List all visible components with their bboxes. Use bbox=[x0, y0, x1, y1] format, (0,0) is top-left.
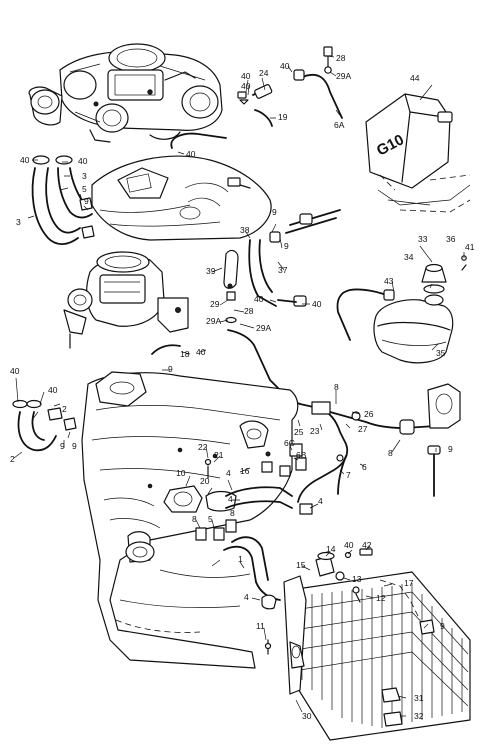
callout-c48: 22 bbox=[198, 442, 208, 452]
bypass-hoses-lower-left bbox=[12, 399, 77, 452]
callout-c50: 21 bbox=[214, 450, 224, 460]
callout-c36: 9 bbox=[168, 364, 173, 374]
callout-c57: 9 bbox=[448, 444, 453, 454]
callout-c66: 14 bbox=[326, 544, 336, 554]
callout-c30: 40 bbox=[312, 299, 322, 309]
intake-manifold bbox=[91, 155, 272, 241]
callout-c16: 3 bbox=[16, 217, 21, 227]
lower-radiator-hose bbox=[255, 579, 421, 655]
callout-c12: 40 bbox=[186, 149, 196, 159]
callout-c5: 24 bbox=[259, 68, 269, 78]
leader-lines bbox=[13, 55, 465, 717]
radiator bbox=[283, 548, 471, 741]
reservoir-tank: G10 bbox=[365, 93, 471, 213]
twin-carburettor-assembly bbox=[28, 43, 223, 143]
callout-c42: 2 bbox=[10, 454, 15, 464]
callout-c61: 8 bbox=[192, 514, 197, 524]
callout-c74: 11 bbox=[256, 621, 265, 631]
callout-c19: 9 bbox=[284, 241, 289, 251]
callout-c8: 19 bbox=[278, 112, 288, 122]
callout-c53: 4 bbox=[226, 468, 231, 478]
single-carburettor bbox=[63, 251, 301, 405]
callout-c14: 5 bbox=[82, 184, 87, 194]
callout-c43: 8 bbox=[334, 382, 339, 392]
callout-c40: 9 bbox=[60, 441, 65, 451]
expansion-tank bbox=[336, 255, 467, 364]
callout-c41: 9 bbox=[72, 441, 77, 451]
callout-c64: 4 bbox=[318, 496, 323, 506]
callout-c32: 29A bbox=[256, 323, 271, 333]
callout-c46: 23 bbox=[310, 426, 320, 436]
callout-c38: 40 bbox=[48, 385, 58, 395]
callout-c35: 40 bbox=[196, 347, 206, 357]
thermostat-housing-group bbox=[163, 443, 313, 583]
callout-c60: 4 bbox=[228, 494, 233, 504]
callout-c27: 29 bbox=[210, 299, 220, 309]
callout-c59: 20 bbox=[200, 476, 210, 486]
callout-c31: 29A bbox=[206, 316, 221, 326]
callout-c7: 40 bbox=[241, 81, 251, 91]
callout-c15: 9 bbox=[84, 196, 89, 206]
callout-c49: 6C bbox=[284, 438, 295, 448]
callout-c28: 28 bbox=[244, 306, 254, 316]
callout-c10: 40 bbox=[20, 155, 30, 165]
callout-c34: 18 bbox=[180, 349, 190, 359]
callout-c29: 40 bbox=[254, 294, 264, 304]
callout-c3: 29A bbox=[336, 71, 351, 81]
callout-c72: 4 bbox=[244, 592, 249, 602]
callout-c9: 6A bbox=[334, 120, 345, 130]
callout-c78: 32 bbox=[414, 711, 424, 721]
callout-c21: 36 bbox=[446, 234, 456, 244]
coolant-pipe-network-right bbox=[297, 383, 461, 503]
callout-c33: 35 bbox=[436, 348, 446, 358]
callout-c45: 25 bbox=[294, 427, 304, 437]
callout-c67: 40 bbox=[344, 540, 354, 550]
callout-c6: 44 bbox=[410, 73, 420, 83]
callout-c17: 9 bbox=[272, 207, 277, 217]
callout-c68: 42 bbox=[362, 540, 372, 550]
callout-c71: 17 bbox=[404, 578, 414, 588]
callout-c56: 8 bbox=[388, 448, 393, 458]
callout-c58: 10 bbox=[176, 468, 186, 478]
callout-c70: 13 bbox=[352, 574, 362, 584]
callout-c65: 1 bbox=[238, 554, 243, 564]
callout-c73: 12 bbox=[376, 593, 386, 603]
callout-c22: 41 bbox=[465, 242, 475, 252]
callout-c47: 27 bbox=[358, 424, 368, 434]
callout-c52: 16 bbox=[240, 466, 250, 476]
callout-c1: 28 bbox=[336, 53, 346, 63]
callout-c2: 40 bbox=[280, 61, 290, 71]
callout-c75: 9 bbox=[440, 621, 445, 631]
callout-c24: 37 bbox=[278, 265, 288, 275]
callout-c44: 26 bbox=[364, 409, 374, 419]
callout-labels: 28 40 29A 40 24 44 40 19 6A 40 40 40 3 5… bbox=[10, 53, 475, 721]
callout-c18: 38 bbox=[240, 225, 250, 235]
callout-c69: 15 bbox=[296, 560, 306, 570]
callout-c77: 30 bbox=[302, 711, 312, 721]
callout-c62: 5 bbox=[208, 514, 213, 524]
callout-c23: 39 bbox=[206, 266, 216, 276]
callout-c26: 43 bbox=[384, 276, 394, 286]
upper-hose-clamp-group bbox=[170, 84, 273, 149]
callout-c25: 34 bbox=[404, 252, 414, 262]
callout-c37: 40 bbox=[10, 366, 20, 376]
callout-c13: 3 bbox=[82, 171, 87, 181]
callout-c20: 33 bbox=[418, 234, 428, 244]
coolant-pipe-6a bbox=[293, 46, 343, 119]
callout-c54: 7 bbox=[346, 470, 351, 480]
callout-c55: 6 bbox=[362, 462, 367, 472]
engine-block bbox=[81, 371, 299, 669]
callout-c76: 31 bbox=[414, 693, 424, 703]
callout-c39: 2 bbox=[62, 404, 67, 414]
callout-c4: 40 bbox=[241, 71, 251, 81]
callout-c51: 6B bbox=[296, 450, 307, 460]
callout-c63: 8 bbox=[230, 508, 235, 518]
coolant-pipes-center bbox=[223, 209, 341, 307]
callout-c11: 40 bbox=[78, 156, 88, 166]
